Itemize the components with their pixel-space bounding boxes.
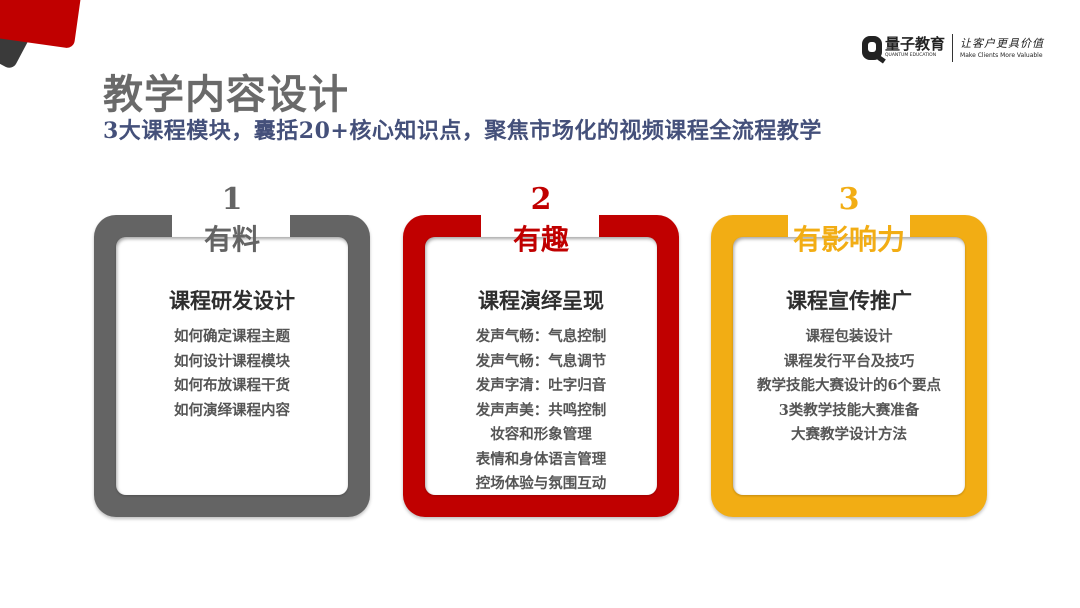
card-inner-panel (425, 237, 657, 495)
list-item: 3类教学技能大赛准备 (778, 401, 920, 419)
list-item: 发声声美：共鸣控制 (475, 401, 607, 419)
list-item: 如何设计课程模块 (174, 352, 290, 370)
card-inner-panel (116, 237, 348, 495)
frame-gap (788, 211, 910, 241)
section-title: 课程演绎呈现 (478, 288, 604, 313)
module-heading: 有料 (203, 223, 260, 256)
slogan-en: Make Clients More Valuable (960, 51, 1043, 59)
module-heading: 有影响力 (792, 223, 905, 256)
logo-name-en: QUANTUM EDUCATION (885, 53, 937, 59)
section-title: 课程宣传推广 (786, 288, 912, 313)
list-item: 教学技能大赛设计的6个要点 (756, 377, 942, 394)
list-item: 如何演绎课程内容 (174, 401, 290, 419)
module-card-1: 1 有料 课程研发设计 如何确定课程主题 如何设计课程模块 如何布放课程干货 如… (94, 183, 370, 517)
list-item: 大赛教学设计方法 (791, 426, 907, 443)
card-inner-panel (733, 237, 965, 495)
module-number: 2 (530, 182, 552, 217)
list-item: 妆容和形象管理 (490, 426, 592, 443)
slogan-cn: 让客户更具价值 (960, 36, 1045, 50)
module-number: 3 (838, 182, 860, 217)
q-logo-icon (862, 36, 882, 60)
frame-gap (481, 211, 599, 241)
list-item: 如何确定课程主题 (174, 328, 290, 345)
list-item: 课程包装设计 (805, 328, 893, 345)
list-item: 控场体验与氛围互动 (475, 475, 607, 492)
list-item: 发声字清：吐字归音 (475, 377, 607, 394)
topic-list: 发声气畅：气息控制 发声气畅：气息调节 发声字清：吐字归音 发声声美：共鸣控制 … (425, 325, 657, 497)
page-subtitle: 3大课程模块，囊括20+核心知识点，聚焦市场化的视频课程全流程教学 (103, 118, 822, 144)
list-item: 发声气畅：气息控制 (475, 328, 607, 345)
module-number: 1 (221, 182, 243, 217)
logo-name-cn: 量子教育 (885, 35, 946, 54)
list-item: 发声气畅：气息调节 (475, 352, 607, 370)
module-heading: 有趣 (512, 223, 569, 256)
list-item: 课程发行平台及技巧 (783, 352, 915, 370)
list-item: 如何布放课程干货 (174, 377, 290, 394)
brand-logo: 量子教育 QUANTUM EDUCATION 让客户更具价值 Make Clie… (862, 32, 1044, 64)
section-title: 课程研发设计 (169, 288, 295, 313)
topic-list: 如何确定课程主题 如何设计课程模块 如何布放课程干货 如何演绎课程内容 (116, 325, 348, 423)
topic-list: 课程包装设计 课程发行平台及技巧 教学技能大赛设计的6个要点 3类教学技能大赛准… (733, 325, 965, 448)
frame-gap (172, 211, 290, 241)
module-card-3: 3 有影响力 课程宣传推广 课程包装设计 课程发行平台及技巧 教学技能大赛设计的… (711, 183, 987, 517)
module-card-2: 2 有趣 课程演绎呈现 发声气畅：气息控制 发声气畅：气息调节 发声字清：吐字归… (403, 183, 679, 517)
list-item: 表情和身体语言管理 (475, 450, 607, 468)
logo-divider (952, 34, 954, 62)
page-title: 教学内容设计 (103, 71, 349, 118)
